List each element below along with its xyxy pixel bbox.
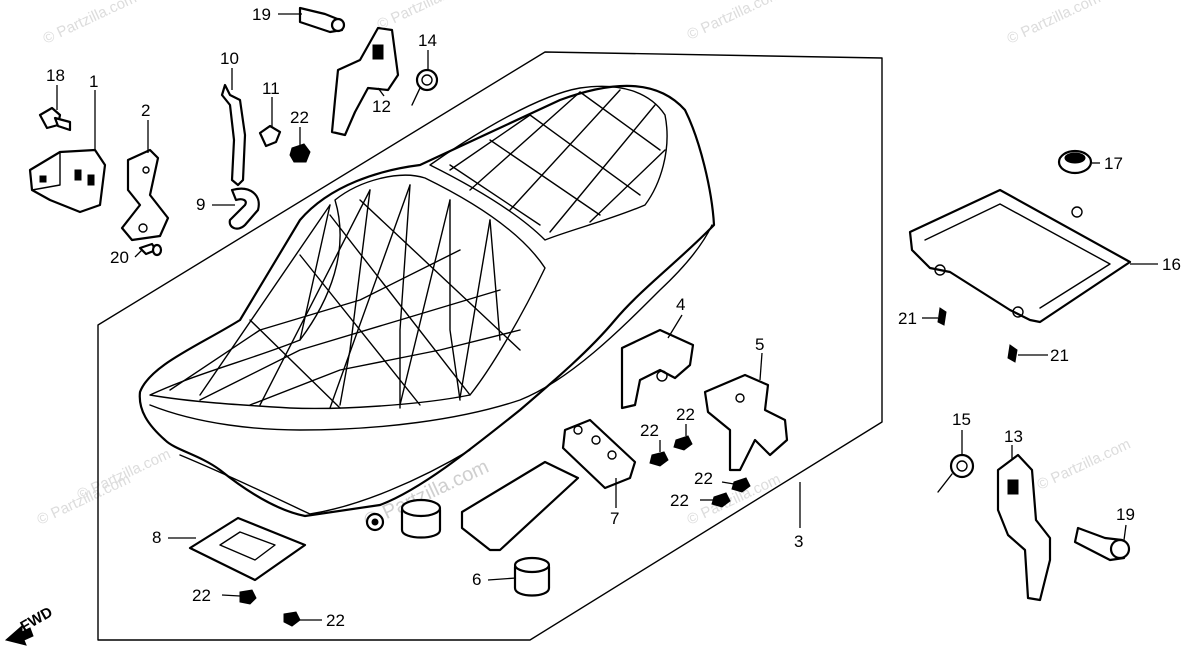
- part-19-pin-top[interactable]: [298, 6, 346, 34]
- part-22-nut-c[interactable]: [283, 611, 301, 627]
- callout-22-c: 22: [326, 611, 345, 630]
- callout-22-b: 22: [192, 586, 211, 605]
- part-2-bracket[interactable]: [120, 148, 170, 242]
- callout-16: 16: [1162, 255, 1181, 274]
- part-6-cushion-b[interactable]: [513, 556, 551, 597]
- callout-21-b: 21: [1050, 346, 1069, 365]
- callout-8: 8: [152, 528, 161, 547]
- callout-2: 2: [141, 101, 150, 120]
- callout-19-bottom: 19: [1116, 505, 1135, 524]
- fwd-arrow: FWD: [4, 604, 56, 646]
- callout-5: 5: [755, 335, 764, 354]
- part-12-hook[interactable]: [330, 26, 400, 137]
- seat-body: [138, 84, 716, 518]
- callout-19-top: 19: [252, 5, 271, 24]
- callout-1: 1: [89, 72, 98, 91]
- part-17-grommet[interactable]: [1057, 149, 1093, 175]
- passenger-quilting: [449, 89, 666, 233]
- leader-lines: [56, 13, 1158, 621]
- callout-22-a: 22: [290, 108, 309, 127]
- seat-bottom-trim: [179, 449, 471, 515]
- part-4-bracket[interactable]: [620, 328, 695, 410]
- callout-21-a: 21: [898, 309, 917, 328]
- callout-18: 18: [46, 66, 65, 85]
- callout-22-g: 22: [670, 491, 689, 510]
- callout-6: 6: [472, 570, 481, 589]
- part-16-tray[interactable]: [908, 188, 1132, 324]
- callout-20: 20: [110, 248, 129, 267]
- fwd-label: FWD: [18, 604, 56, 636]
- callout-14: 14: [418, 31, 437, 50]
- callout-22-d: 22: [640, 421, 659, 440]
- part-8-plate[interactable]: [188, 516, 307, 582]
- part-13-hook[interactable]: [996, 453, 1052, 602]
- callout-7: 7: [610, 509, 619, 528]
- callout-9: 9: [196, 195, 205, 214]
- part-5-bracket[interactable]: [703, 373, 789, 472]
- part-20-screw[interactable]: [138, 242, 163, 257]
- small-clip[interactable]: [365, 512, 385, 532]
- part-22-nut-f[interactable]: [731, 477, 751, 493]
- callout-22-e: 22: [676, 405, 695, 424]
- rider-pad: [149, 174, 546, 410]
- callout-13: 13: [1004, 427, 1023, 446]
- callout-17: 17: [1104, 154, 1123, 173]
- part-15-spring[interactable]: [937, 453, 975, 493]
- watermark-text: © Partzilla.com: [685, 0, 784, 44]
- callout-labels: 1 2 3 4 5 6 7 8 9 10 11 12 13 14 15 16 1…: [46, 5, 1181, 630]
- part-22-nut-b[interactable]: [239, 589, 257, 605]
- callout-11: 11: [262, 79, 280, 98]
- watermark-text: © Partzilla.com: [41, 0, 140, 48]
- rider-quilting: [169, 184, 521, 409]
- watermark-text: © Partzilla.com: [75, 446, 174, 504]
- callout-4: 4: [676, 295, 685, 314]
- callout-22-f: 22: [694, 469, 713, 488]
- seat-side-edge: [149, 224, 713, 431]
- callout-15: 15: [952, 410, 971, 429]
- part-22-nut-e[interactable]: [673, 435, 693, 451]
- part-22-nut-d[interactable]: [649, 451, 669, 467]
- part-14-spring[interactable]: [411, 68, 439, 106]
- seat-assembly[interactable]: [138, 84, 716, 518]
- part-18-bolt[interactable]: [38, 106, 72, 132]
- watermark-text: © Partzilla.com: [1035, 436, 1134, 494]
- callout-12: 12: [372, 97, 391, 116]
- part-10-rod[interactable]: [220, 83, 247, 187]
- part-22-nut-a[interactable]: [289, 143, 311, 163]
- part-11-clip[interactable]: [258, 124, 282, 148]
- passenger-pad: [429, 85, 668, 241]
- part-19-pin-bottom[interactable]: [1073, 526, 1131, 562]
- assembly-frame: [97, 51, 883, 641]
- part-21-screw-b[interactable]: [1007, 344, 1018, 363]
- part-7-block[interactable]: [561, 418, 637, 490]
- part-22-nut-g[interactable]: [711, 492, 731, 508]
- part-1-lock-bracket[interactable]: [28, 148, 107, 214]
- part-21-screw-a[interactable]: [937, 307, 947, 326]
- part-9-link[interactable]: [228, 187, 260, 230]
- pad-cushion[interactable]: [460, 460, 580, 552]
- callout-10: 10: [220, 49, 239, 68]
- callout-3: 3: [794, 532, 803, 551]
- watermark-text: © Partzilla.com: [1005, 0, 1104, 48]
- part-6-cushion-a[interactable]: [400, 498, 442, 539]
